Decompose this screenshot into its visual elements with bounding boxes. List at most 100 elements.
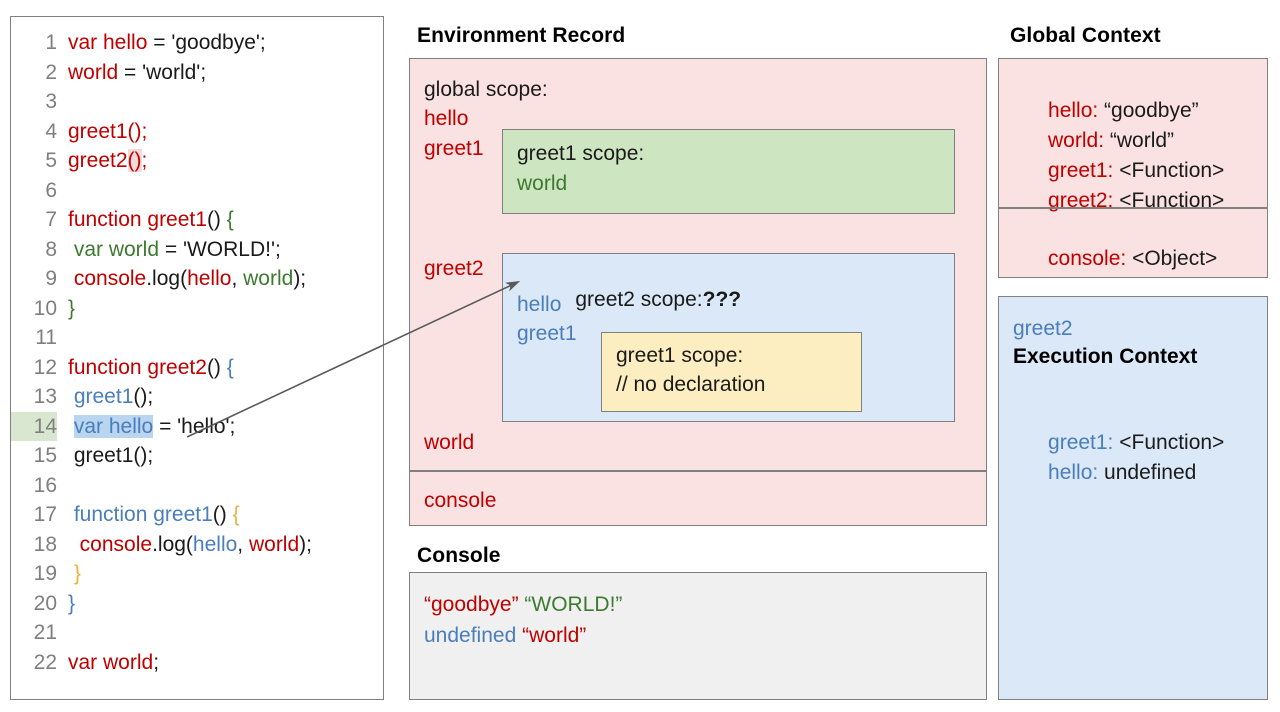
global-context-entry: world: “world”: [1013, 105, 1174, 177]
code-token: ,: [231, 267, 244, 290]
line-number: 10: [33, 296, 57, 320]
entry-value: <Function>: [1113, 159, 1225, 182]
code-token: [68, 415, 74, 438]
execution-context-title: Execution Context: [1013, 345, 1198, 368]
console-token: “goodbye”: [424, 593, 519, 616]
code-token: = 'world';: [118, 60, 207, 84]
greet2-scope-binding-greet1: greet1: [517, 322, 577, 345]
code-line: 8 var world = 'WORLD!';: [11, 235, 383, 265]
entry-key: hello:: [1048, 99, 1099, 122]
code-token: ();: [133, 385, 154, 408]
code-line: 18 console.log(hello, world);: [11, 530, 383, 560]
code-line-text: function greet1() {: [57, 205, 234, 235]
nested-greet1-scope-note: // no declaration: [616, 373, 766, 396]
code-line: 16: [11, 471, 383, 501]
code-token: function greet2: [68, 355, 207, 379]
greet2-scope-unknown-marker: ???: [702, 288, 742, 311]
code-line-text: greet1();: [57, 382, 153, 412]
code-line-text: greet2();: [57, 146, 147, 176]
line-number: 9: [45, 267, 57, 290]
code-line: 20}: [11, 589, 383, 619]
greet2-scope-binding-hello: hello: [517, 293, 562, 316]
code-token: (): [127, 149, 142, 172]
entry-value: “world”: [1104, 129, 1175, 152]
line-number: 2: [45, 60, 57, 84]
console-output-line: undefined “world”: [424, 624, 586, 648]
execution-context-entry: hello: undefined: [1013, 437, 1196, 509]
entry-key: console:: [1048, 247, 1127, 270]
code-token: hello: [187, 267, 232, 290]
code-line: 9 console.log(hello, world);: [11, 264, 383, 294]
code-line: 6: [11, 176, 383, 206]
code-token: ,: [237, 532, 249, 556]
nested-greet1-scope-box: greet1 scope: // no declaration: [601, 332, 862, 412]
line-number: 14: [11, 411, 57, 441]
code-line: 19 }: [11, 559, 383, 589]
code-token: greet1();: [68, 444, 154, 467]
code-token: }: [68, 296, 76, 320]
code-line-text: function greet1() {: [57, 500, 240, 530]
line-number: 16: [33, 473, 57, 497]
code-line: 15 greet1();: [11, 441, 383, 471]
line-number: 19: [33, 562, 57, 585]
global-binding-greet2: greet2: [424, 257, 484, 280]
code-line-text: }: [57, 294, 75, 324]
line-number: 20: [33, 591, 57, 615]
greet2-scope-box: greet2 scope:??? hello greet1 greet1 sco…: [502, 253, 955, 422]
code-token: }: [68, 591, 76, 615]
nested-greet1-scope-label: greet1 scope:: [616, 344, 744, 367]
code-token: console: [68, 532, 153, 556]
line-number: 11: [35, 326, 57, 349]
code-line-text: function greet2() {: [57, 353, 234, 383]
code-token: hello: [192, 532, 238, 556]
line-number: 13: [33, 385, 57, 408]
code-token: (): [206, 208, 227, 231]
code-line: 14 var hello = 'hello';: [11, 411, 383, 442]
code-token: console: [68, 267, 147, 290]
entry-value: <Object>: [1126, 247, 1218, 270]
line-number: 7: [45, 208, 57, 231]
entry-key: greet1:: [1048, 159, 1114, 182]
global-scope-label: global scope:: [424, 78, 548, 101]
code-line-text: }: [57, 559, 81, 589]
line-number: 3: [45, 90, 57, 113]
code-line: 13 greet1();: [11, 382, 383, 412]
code-line: 11: [11, 323, 383, 353]
code-token: {: [232, 503, 240, 526]
code-line-text: var hello = 'goodbye';: [57, 28, 266, 58]
execution-context-box: greet2 Execution Context greet1: <Functi…: [998, 296, 1268, 700]
code-token: greet1: [68, 119, 128, 143]
code-token: = 'WORLD!';: [159, 237, 281, 261]
code-token: function greet1: [68, 503, 213, 526]
code-token: var world: [68, 650, 154, 674]
code-token: }: [68, 562, 81, 585]
code-token: {: [226, 208, 234, 231]
code-line-text: console.log(hello, world);: [57, 264, 306, 294]
code-line: 3: [11, 87, 383, 117]
code-token: );: [293, 267, 307, 290]
code-line-text: world = 'world';: [57, 58, 206, 88]
entry-key: hello:: [1048, 461, 1099, 484]
line-number: 6: [45, 178, 57, 202]
console-token: “WORLD!”: [524, 593, 623, 616]
line-number: 4: [45, 119, 57, 143]
console-token: undefined: [424, 624, 517, 647]
global-context-divider: [999, 207, 1267, 209]
code-line-text: var world;: [57, 648, 159, 678]
code-line-text: var hello = 'hello';: [57, 412, 235, 442]
line-number: 21: [33, 621, 57, 644]
code-token: var hello: [68, 31, 148, 54]
code-line: 10}: [11, 294, 383, 324]
environment-record-title: Environment Record: [417, 24, 626, 47]
console-output-line: “goodbye” “WORLD!”: [424, 593, 622, 617]
console-box: “goodbye” “WORLD!” undefined “world”: [409, 572, 987, 700]
global-context-entry: greet2: <Function>: [1013, 165, 1224, 237]
line-number: 1: [45, 31, 57, 54]
